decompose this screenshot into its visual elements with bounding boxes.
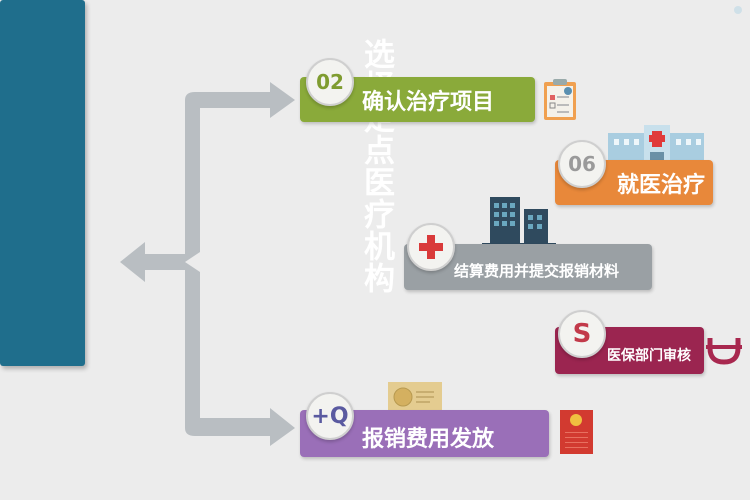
step-number-badge: 02: [306, 58, 354, 106]
step-medical-treatment: 就医治疗: [555, 160, 713, 205]
money-ticket-icon: [388, 382, 442, 412]
red-cross-icon: [407, 223, 455, 271]
red-envelope-icon: [560, 410, 593, 454]
step-label: 确认治疗项目: [362, 89, 495, 115]
insurance-s-icon: S: [558, 310, 606, 358]
pin-icon: [734, 6, 742, 14]
clipboard-icon: [544, 79, 576, 120]
buildings-icon: [482, 197, 556, 245]
step-number-badge: 06: [558, 140, 606, 188]
step-label: 报销费用发放: [362, 426, 495, 452]
step-label: 就医治疗: [617, 172, 706, 198]
stethoscope-icon: [706, 338, 742, 365]
step-confirm-treatment: 确认治疗项目: [300, 77, 535, 122]
medical-search-icon: +Q: [306, 392, 354, 440]
step-label: 医保部门审核: [607, 347, 691, 364]
step-label: 结算费用并提交报销材料: [454, 261, 620, 280]
start-panel: 选择定点医疗机构: [0, 0, 742, 366]
hospital-icon: [608, 125, 704, 163]
